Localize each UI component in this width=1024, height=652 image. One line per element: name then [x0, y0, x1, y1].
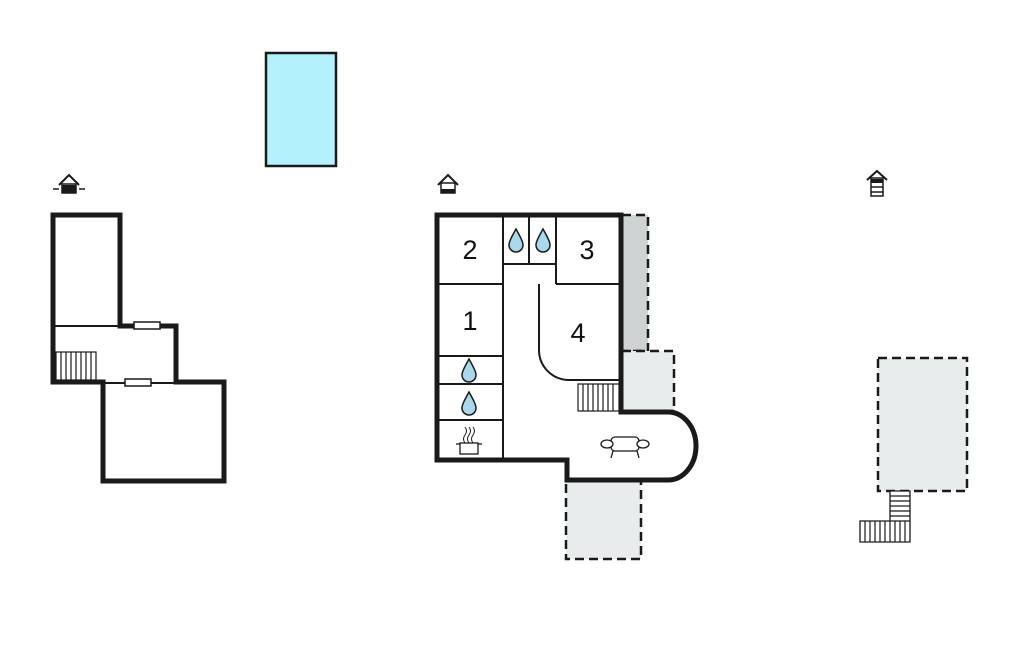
water-drop-icon — [461, 357, 477, 383]
lower-level-plan — [859, 356, 969, 543]
floor-level-icon — [437, 173, 459, 194]
staircase-icon — [859, 490, 911, 543]
terrace — [876, 356, 969, 493]
window-icon — [133, 321, 161, 330]
water-drop-icon — [535, 227, 551, 253]
floor-level-icon — [53, 173, 85, 194]
terrace — [620, 213, 650, 353]
window-icon — [124, 378, 152, 387]
water-drop-icon — [508, 227, 524, 253]
room-label-4: 4 — [570, 318, 585, 348]
room-label-1: 1 — [462, 306, 477, 336]
staircase-icon — [55, 351, 97, 381]
room-label-3: 3 — [579, 235, 594, 265]
staircase-icon — [577, 383, 620, 412]
sofa-icon — [600, 436, 650, 459]
terrace — [564, 479, 643, 561]
room-label-2: 2 — [462, 235, 477, 265]
cooking-pot-icon — [456, 426, 482, 455]
ground-floor-plan: 2 3 1 4 — [434, 212, 699, 561]
upper-floor-plan — [50, 212, 227, 484]
floor-level-icon — [866, 169, 888, 197]
swimming-pool — [264, 51, 338, 168]
terrace — [620, 349, 676, 413]
water-drop-icon — [461, 390, 477, 416]
